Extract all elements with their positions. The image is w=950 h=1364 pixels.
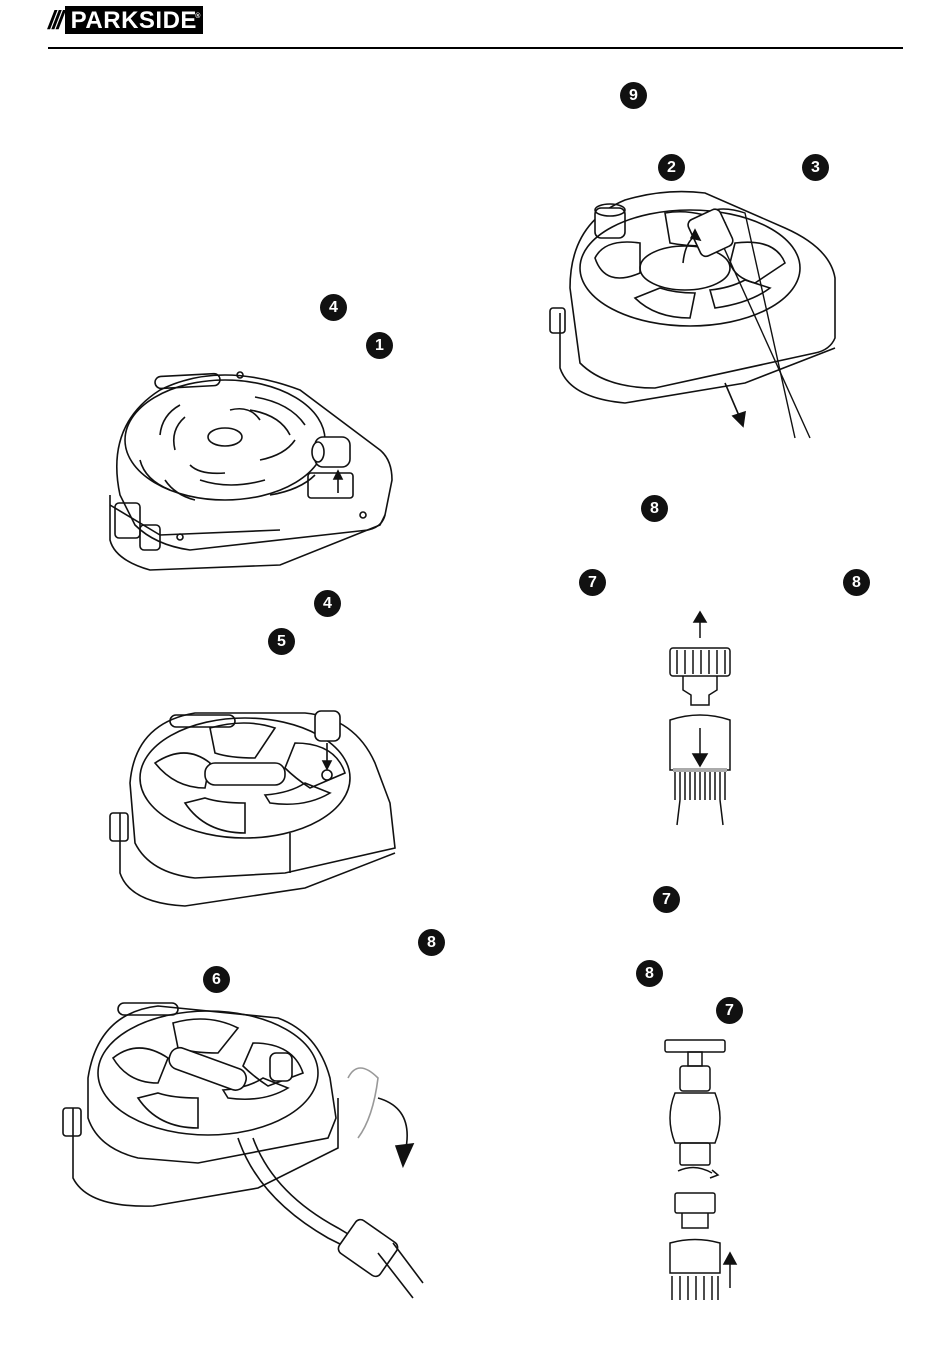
callout-badge: 3 (802, 154, 829, 181)
parkside-logo: /// PARKSIDE® (48, 5, 203, 35)
page-header: /// PARKSIDE® (0, 0, 950, 60)
brand-text: PARKSIDE (71, 7, 197, 34)
callout-badge: 4 (314, 590, 341, 617)
figure-reel-plug (105, 703, 405, 913)
figure-reel-mount (100, 365, 400, 580)
figure-reel-hose-connect (545, 188, 845, 448)
figure-reel-hose-pull (58, 998, 428, 1308)
logo-brand: PARKSIDE® (65, 6, 203, 34)
callout-badge: 7 (716, 997, 743, 1024)
callout-badge: 8 (636, 960, 663, 987)
callout-badge: 8 (418, 929, 445, 956)
callout-badge: 1 (366, 332, 393, 359)
callout-badge: 7 (653, 886, 680, 913)
registered-mark: ® (195, 2, 201, 31)
callout-badge: 8 (843, 569, 870, 596)
callout-badge: 5 (268, 628, 295, 655)
callout-badge: 2 (658, 154, 685, 181)
callout-badge: 9 (620, 82, 647, 109)
header-rule (48, 47, 903, 49)
callout-badge: 8 (641, 495, 668, 522)
logo-slashes: /// (48, 5, 61, 36)
callout-badge: 7 (579, 569, 606, 596)
figure-tap-adapter (660, 1038, 750, 1313)
callout-badge: 4 (320, 294, 347, 321)
callout-badge: 6 (203, 966, 230, 993)
figure-connector-detach (665, 610, 735, 830)
